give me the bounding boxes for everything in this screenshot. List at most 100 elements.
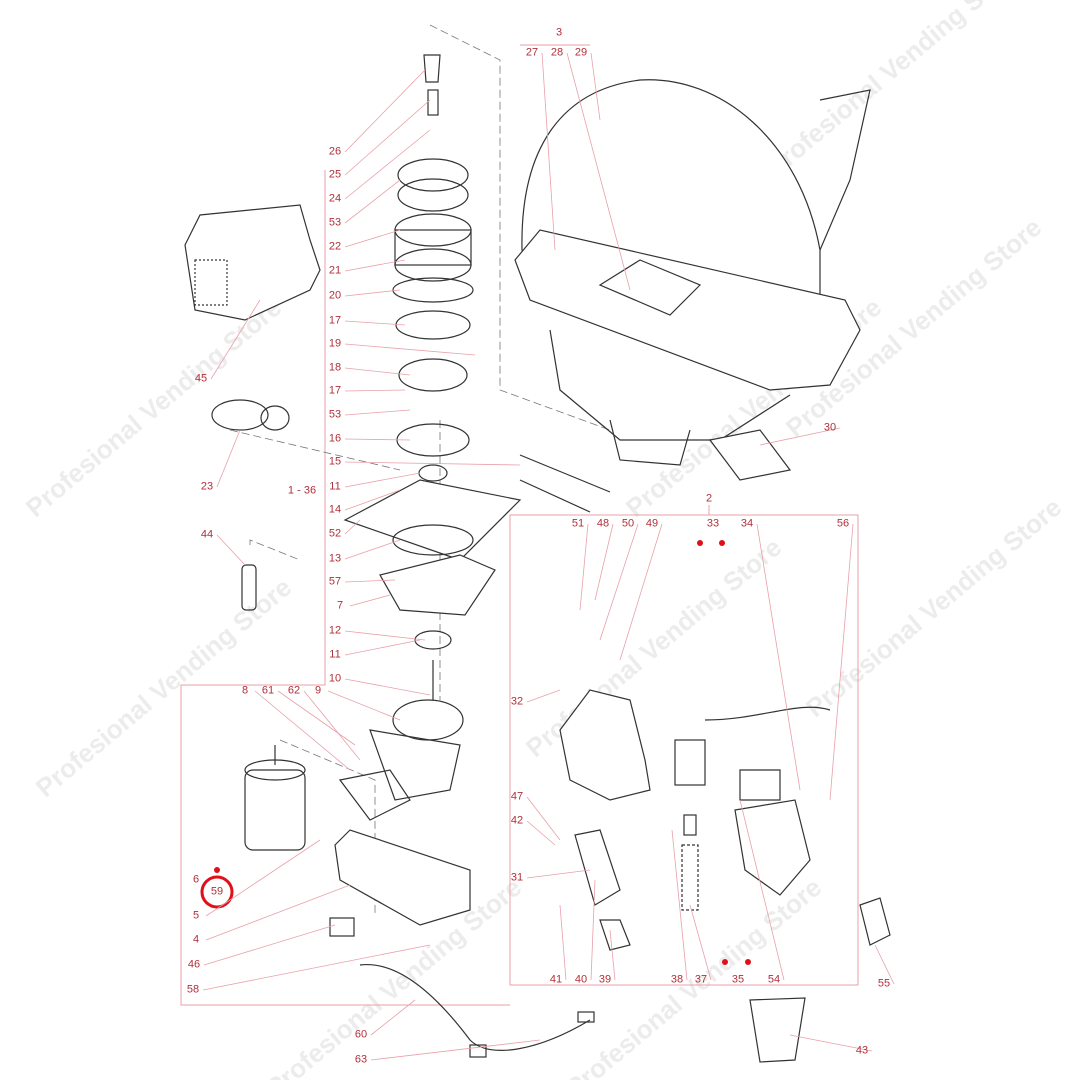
leader-line-45: [210, 299, 261, 380]
leader-line-13: [344, 539, 401, 560]
leader-line-41: [559, 904, 567, 981]
leader-line-14: [344, 489, 401, 511]
leader-line-17: [344, 320, 406, 326]
leader-line-54: [739, 799, 785, 981]
part-label-21: 21: [328, 264, 342, 277]
leader-line-56: [829, 523, 854, 801]
part-label-28: 28: [550, 46, 564, 59]
leader-line-51: [579, 523, 589, 611]
part-label-10: 10: [328, 672, 342, 685]
part-label-50: 50: [621, 517, 635, 530]
hopper-assembly: [514, 79, 871, 466]
part-label-62: 62: [287, 684, 301, 697]
part-label-11: 11: [329, 480, 341, 493]
leader-line-62: [303, 690, 361, 761]
part-label-3: 3: [555, 26, 563, 39]
part-label-5: 5: [192, 909, 200, 922]
leader-line-28: [566, 52, 631, 291]
dispenser-assembly: [559, 689, 891, 1063]
part-label-27: 27: [525, 46, 539, 59]
part-label-26: 26: [328, 145, 342, 158]
part-label-52: 52: [328, 527, 342, 540]
leader-line-29: [590, 52, 601, 121]
part-label-48: 48: [596, 517, 610, 530]
part-23-motor: [211, 399, 290, 431]
part-label-43: 43: [855, 1044, 869, 1057]
leader-line-19: [344, 343, 476, 356]
leader-line-25: [344, 99, 431, 176]
grinder-stack: [343, 54, 522, 801]
leader-line-31: [526, 869, 591, 879]
part-label-60: 60: [354, 1028, 368, 1041]
part-label-30: 30: [823, 421, 837, 434]
leader-line-63: [370, 1039, 541, 1061]
part-45-cover: [184, 204, 321, 321]
leader-line-11: [344, 472, 421, 488]
group-frames: [180, 44, 859, 1006]
part-label-46: 46: [187, 958, 201, 971]
leader-line-37: [689, 904, 712, 981]
part-label-45: 45: [194, 372, 208, 385]
part-label-35: 35: [731, 973, 745, 986]
leader-line-61: [277, 690, 356, 746]
part-label-18: 18: [328, 361, 342, 374]
wiring-harness: [359, 964, 595, 1058]
leader-line-7: [349, 594, 391, 607]
leader-line-42: [526, 820, 556, 846]
part-label-16: 16: [328, 432, 342, 445]
leader-line-49: [619, 523, 663, 661]
part-label-14: 14: [328, 503, 342, 516]
part-label-59: 59: [210, 885, 224, 898]
leader-line-5: [205, 839, 321, 917]
leader-line-24: [344, 129, 431, 200]
leader-line-18: [344, 367, 411, 376]
leader-line-4: [205, 884, 351, 941]
part-30: [708, 429, 792, 481]
leader-line-16: [344, 438, 411, 441]
part-label-25: 25: [328, 168, 342, 181]
part-label-22: 22: [328, 240, 342, 253]
leader-line-27: [541, 52, 556, 251]
leader-line-44: [216, 534, 246, 566]
leader-line-52: [344, 519, 361, 535]
part-label-37: 37: [694, 973, 708, 986]
part-label-63: 63: [354, 1053, 368, 1066]
leader-line-48: [594, 523, 614, 601]
part-label-19: 19: [328, 337, 342, 350]
part-label-11: 11: [329, 648, 341, 661]
part-label-54: 54: [767, 973, 781, 986]
part-label-38: 38: [670, 973, 684, 986]
part-label-12: 12: [328, 624, 342, 637]
leader-line-47: [526, 796, 561, 841]
part-label-39: 39: [598, 973, 612, 986]
part-label-15: 15: [328, 455, 342, 468]
part-label-56: 56: [836, 517, 850, 530]
part-label-42: 42: [510, 814, 524, 827]
leader-line-20: [344, 289, 401, 297]
part-15-screws: [519, 454, 611, 513]
part-label-34: 34: [740, 517, 754, 530]
leader-line-30: [759, 427, 841, 446]
part-label-44: 44: [200, 528, 214, 541]
leader-line-39: [609, 929, 616, 981]
leader-line-32: [526, 689, 561, 703]
leader-line-12: [344, 630, 426, 641]
leader-line-58: [202, 944, 431, 991]
part-label-47: 47: [510, 790, 524, 803]
part-label-17: 17: [328, 314, 342, 327]
leader-line-43: [789, 1034, 873, 1052]
part-label-53: 53: [328, 216, 342, 229]
leader-line-55: [874, 944, 895, 985]
part-label-41: 41: [549, 973, 563, 986]
leader-line-9: [327, 690, 401, 721]
part-label-32: 32: [510, 695, 524, 708]
part-label-2: 2: [705, 492, 713, 505]
part-label-55: 55: [877, 977, 891, 990]
part-label-49: 49: [645, 517, 659, 530]
part-label-4: 4: [192, 933, 200, 946]
leader-line-38: [671, 829, 688, 981]
leader-line-22: [344, 229, 401, 248]
part-label-13: 13: [328, 552, 342, 565]
